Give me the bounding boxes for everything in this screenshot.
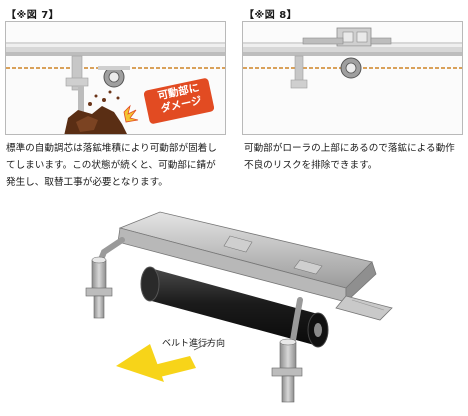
fig7-illustration: 可動部に ダメージ	[5, 21, 226, 135]
fig7-caption: 標準の自動調芯は落鉱堆積により可動部が固着し てしまいます。この状態が続くと、可…	[6, 140, 238, 191]
fig8-caption: 可動部がローラの上部にあるので落鉱による動作 不良のリスクを排除できます。	[244, 140, 466, 174]
fig7-label: 【※図 7】	[6, 10, 60, 21]
fig8-caption-line1: 可動部がローラの上部にあるので落鉱による動作	[244, 143, 455, 154]
belt-direction-label: ベルト進行方向	[162, 339, 226, 349]
fig8-illustration	[242, 21, 463, 135]
fig7-caption-line2: てしまいます。この状態が続くと、可動部に錆が	[6, 160, 216, 171]
fig7-caption-line3: 発生し、取替工事が必要となります。	[6, 177, 168, 188]
fig8-caption-line2: 不良のリスクを排除できます。	[244, 160, 378, 171]
fig8-label: 【※図 8】	[244, 10, 298, 21]
fig7-caption-line1: 標準の自動調芯は落鉱堆積により可動部が固着し	[6, 143, 217, 154]
roller-assembly-illustration: ベルト進行方向	[0, 196, 468, 412]
